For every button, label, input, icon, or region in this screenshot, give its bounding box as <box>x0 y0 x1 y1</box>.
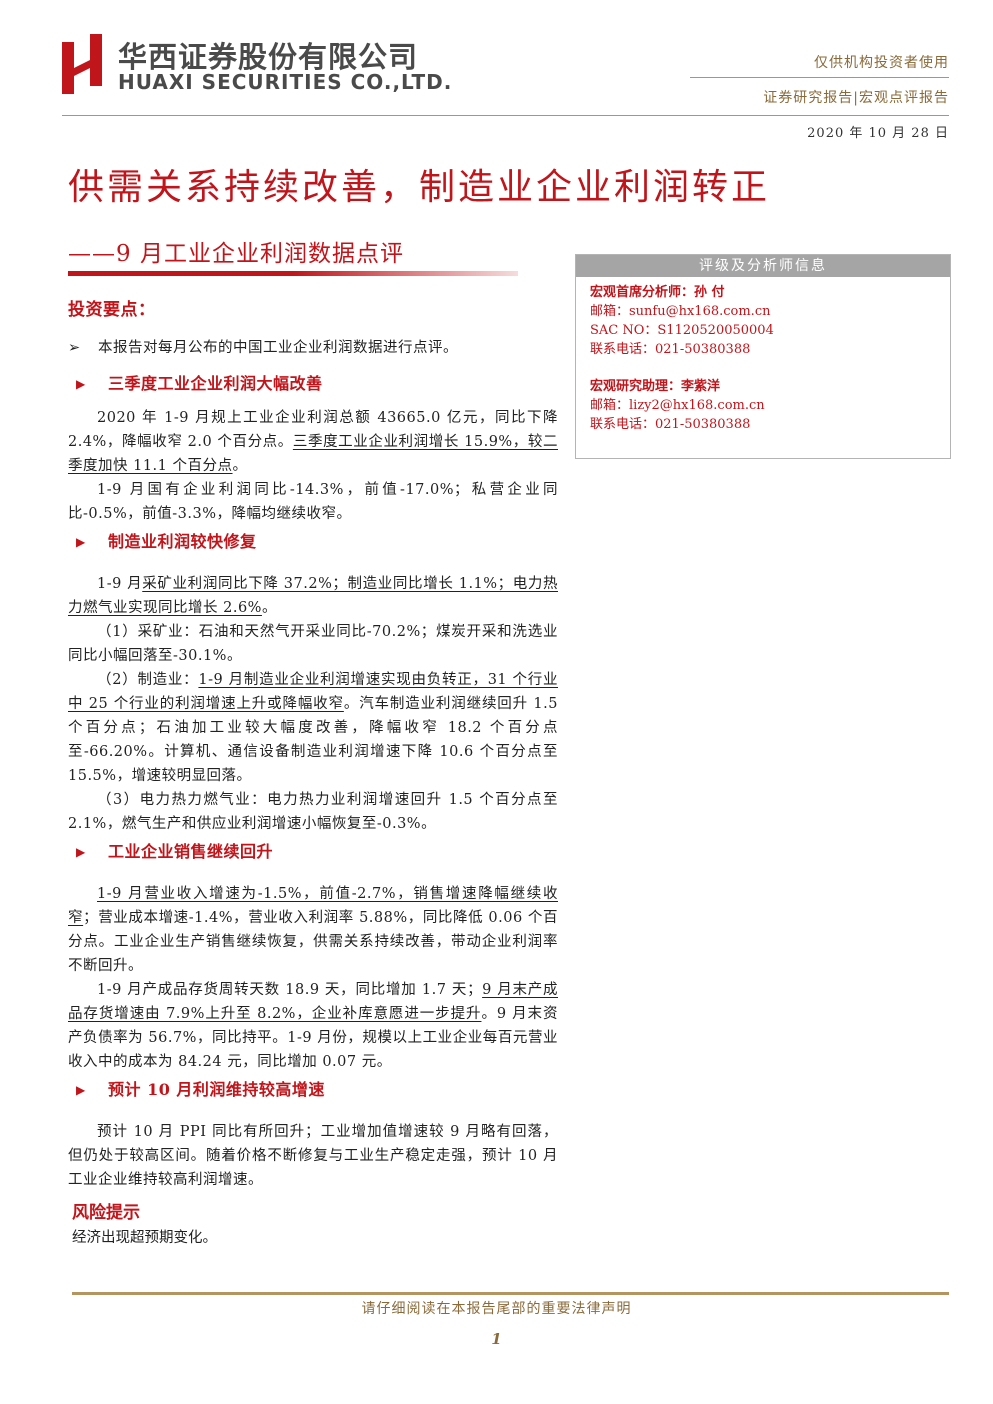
paragraph: （3）电力热力燃气业：电力热力业利润增速回升 1.5 个百分点至 2.1%，燃气… <box>68 792 558 832</box>
assistant-phone: 联系电话：021-50380388 <box>590 417 751 432</box>
section-heading: ▶ 制造业利润较快修复 <box>68 530 558 554</box>
chief-analyst: 宏观首席分析师：孙 付 <box>590 285 725 300</box>
triangle-bullet-icon: ▶ <box>76 1083 86 1097</box>
paragraph: （1）采矿业：石油和天然气开采业同比-70.2%；煤炭开采和洗选业同比小幅回落至… <box>68 624 558 664</box>
chief-sac-no: SAC NO：S1120520050004 <box>590 323 774 338</box>
subtitle-underline-bar <box>68 271 518 276</box>
research-assistant: 宏观研究助理：李紫洋 <box>590 379 721 394</box>
section-heading: ▶ 工业企业销售继续回升 <box>68 840 558 864</box>
section-heading: ▶ 预计 10 月利润维持较高增速 <box>68 1078 558 1102</box>
intro-bullet: ➢ 本报告对每月公布的中国工业企业利润数据进行点评。 <box>68 336 558 360</box>
intro-text: 本报告对每月公布的中国工业企业利润数据进行点评。 <box>98 340 458 356</box>
key-points-title: 投资要点： <box>68 300 156 320</box>
report-subtitle: ——9 月工业企业利润数据点评 <box>68 241 404 267</box>
paragraph: 1-9 月营业收入增速为-1.5%，前值-2.7%，销售增速降幅继续收窄；营业成… <box>68 886 559 974</box>
assistant-email: 邮箱：lizy2@hx168.com.cn <box>590 398 765 413</box>
paragraph: 预计 10 月 PPI 同比有所回升；工业增加值增速较 9 月略有回落，但仍处于… <box>68 1124 558 1188</box>
triangle-bullet-icon: ▶ <box>76 845 86 859</box>
chief-email: 邮箱：sunfu@hx168.com.cn <box>590 304 771 319</box>
paragraph: （2）制造业：1-9 月制造业企业利润增速实现由负转正，31 个行业中 25 个… <box>68 672 558 784</box>
triangle-bullet-icon: ▶ <box>76 535 86 549</box>
paragraph: 1-9 月国有企业利润同比-14.3%，前值-17.0%；私营企业同比-0.5%… <box>68 482 558 522</box>
key-points-column: 投资要点： ➢ 本报告对每月公布的中国工业企业利润数据进行点评。 ▶ 三季度工业… <box>68 290 558 1192</box>
section-heading: ▶ 三季度工业企业利润大幅改善 <box>68 372 558 396</box>
huaxi-logo <box>62 34 102 94</box>
risk-text: 经济出现超预期变化。 <box>72 1230 217 1246</box>
chief-phone: 联系电话：021-50380388 <box>590 342 751 357</box>
header-divider <box>690 77 949 78</box>
paragraph: 1-9 月采矿业利润同比下降 37.2%；制造业同比增长 1.1%；电力热力燃气… <box>68 576 558 616</box>
arrow-bullet-icon: ➢ <box>68 340 81 356</box>
audience-note: 仅供机构投资者使用 <box>814 55 949 71</box>
analyst-box-title: 评级及分析师信息 <box>576 255 950 277</box>
triangle-bullet-icon: ▶ <box>76 377 86 391</box>
risk-title: 风险提示 <box>72 1203 140 1223</box>
paragraph: 2020 年 1-9 月规上工业企业利润总额 43665.0 亿元，同比下降 2… <box>68 410 558 474</box>
header-rule <box>62 115 949 116</box>
company-name-en: HUAXI SECURITIES CO.,LTD. <box>118 70 453 94</box>
report-title: 供需关系持续改善，制造业企业利润转正 <box>68 167 771 208</box>
report-type: 证券研究报告|宏观点评报告 <box>763 90 949 106</box>
company-name-cn: 华西证券股份有限公司 <box>118 40 419 74</box>
report-date: 2020 年 10 月 28 日 <box>807 126 949 141</box>
legal-notice: 请仔细阅读在本报告尾部的重要法律声明 <box>361 1301 632 1317</box>
footer-rule <box>72 1292 949 1295</box>
paragraph: 1-9 月产成品存货周转天数 18.9 天，同比增加 1.7 天；9 月末产成品… <box>68 982 558 1070</box>
analyst-info-box: 评级及分析师信息 宏观首席分析师：孙 付 邮箱：sunfu@hx168.com.… <box>575 254 951 459</box>
page-number: 1 <box>491 1330 502 1348</box>
